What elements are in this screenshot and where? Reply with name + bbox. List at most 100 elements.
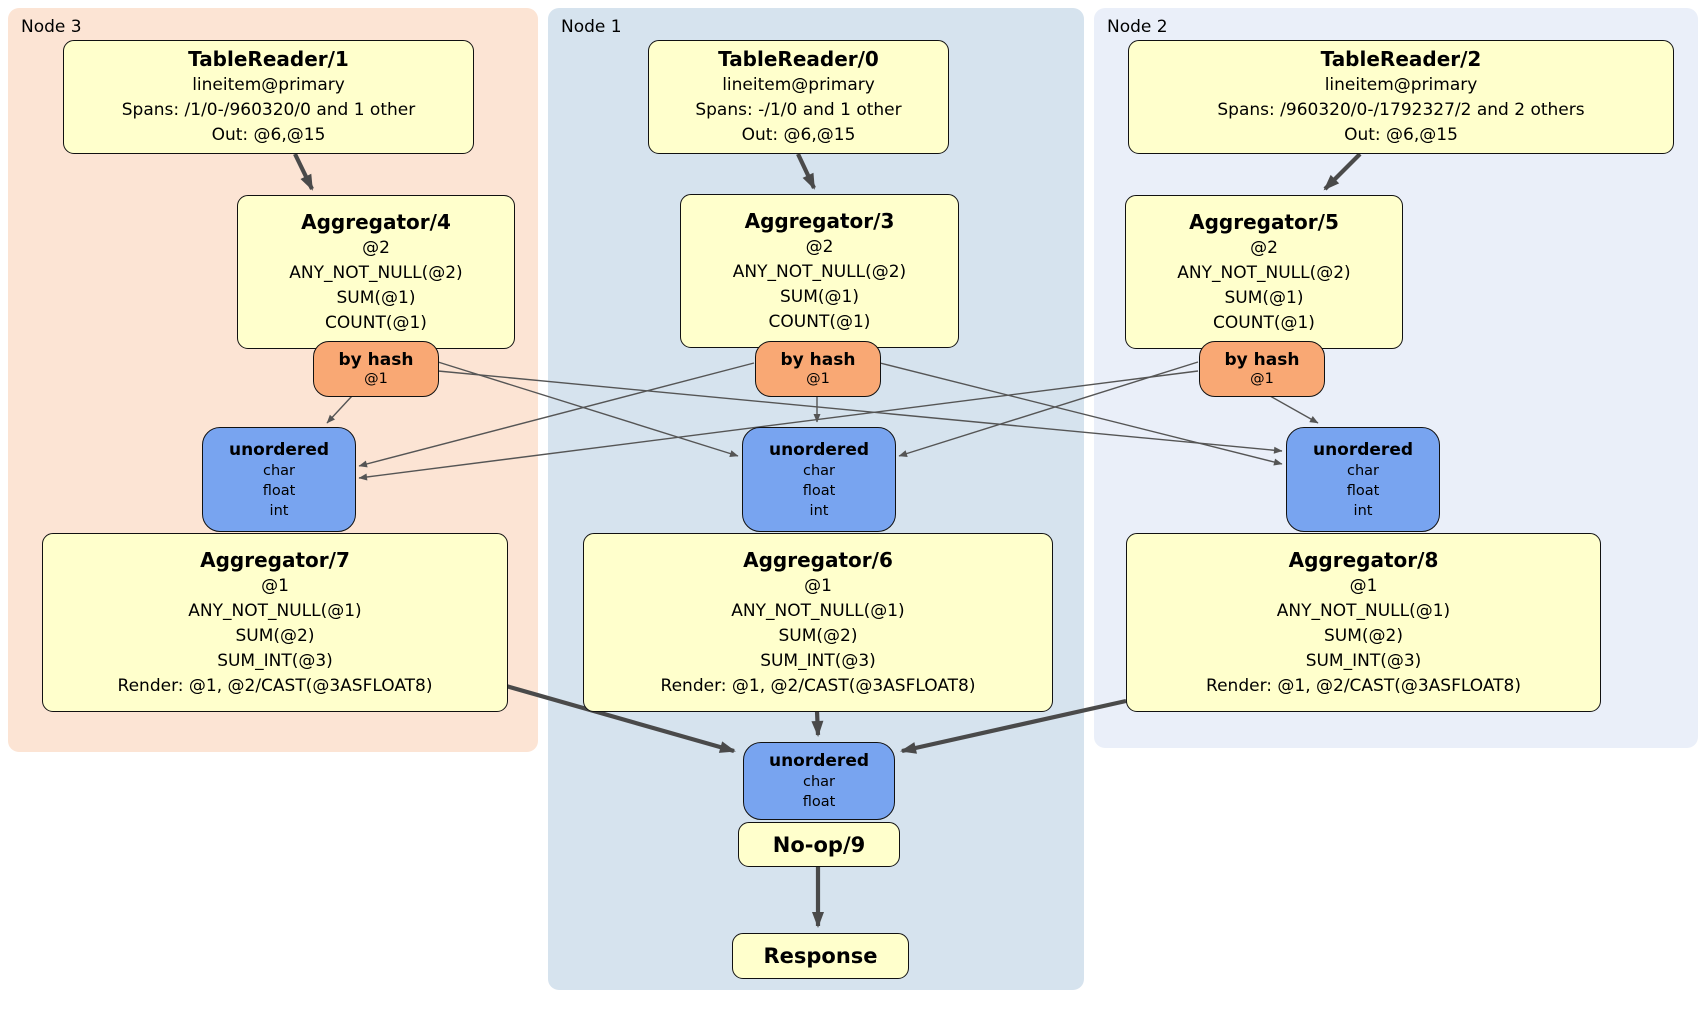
thick-stream-edges	[293, 152, 1362, 928]
box-title: TableReader/0	[718, 47, 879, 71]
sync-item: char	[1346, 462, 1379, 479]
hash-router-node1: by hash @1	[755, 341, 881, 397]
sync-item: int	[269, 502, 289, 519]
hash-router-node3: by hash @1	[313, 341, 439, 397]
box-title: TableReader/2	[1320, 47, 1482, 71]
box-line: Spans: /1/0-/960320/0 and 1 other	[121, 100, 416, 120]
sync-item: char	[802, 774, 835, 790]
box-line: SUM_INT(@3)	[1305, 650, 1422, 671]
hash-router-node2: by hash @1	[1199, 341, 1325, 397]
sync-item: char	[262, 462, 295, 479]
edge-router2-sync3	[358, 370, 1199, 481]
box-title: Aggregator/5	[1189, 209, 1339, 234]
box-line: SUM(@1)	[336, 287, 416, 308]
router-title: by hash	[338, 350, 414, 370]
aggregator-8-box: Aggregator/8 @1 ANY_NOT_NULL(@1) SUM(@2)…	[1126, 533, 1601, 712]
tablereader-1-box: TableReader/1 lineitem@primary Spans: /1…	[63, 40, 474, 154]
sync-title: unordered	[768, 751, 870, 771]
sync-item: int	[1353, 502, 1373, 519]
box-line: COUNT(@1)	[768, 311, 871, 332]
box-line: Render: @1, @2/CAST(@3ASFLOAT8)	[1206, 675, 1521, 696]
box-title: TableReader/1	[188, 47, 349, 71]
edge-router3-sync3	[326, 395, 353, 424]
sync-item: char	[802, 462, 835, 479]
box-line: SUM_INT(@3)	[760, 650, 876, 671]
aggregator-4-box: Aggregator/4 @2 ANY_NOT_NULL(@2) SUM(@1)…	[237, 195, 515, 349]
box-title: Response	[763, 944, 878, 968]
box-line: ANY_NOT_NULL(@1)	[1276, 600, 1451, 621]
box-line: Out: @6,@15	[741, 125, 856, 145]
sync-item: float	[262, 482, 296, 499]
edge-router2-sync2	[1269, 395, 1319, 424]
box-line: SUM(@2)	[235, 625, 315, 646]
box-line: COUNT(@1)	[1213, 312, 1315, 333]
box-line: lineitem@primary	[192, 75, 345, 95]
router-title: by hash	[1224, 350, 1300, 370]
router-detail: @1	[806, 371, 830, 387]
box-line: @2	[362, 237, 390, 258]
router-detail: @1	[364, 371, 388, 387]
box-line: @2	[805, 236, 834, 257]
node-3-label: Node 3	[21, 17, 82, 37]
box-line: lineitem@primary	[722, 75, 875, 95]
box-title: Aggregator/6	[743, 547, 893, 572]
unordered-sync-node2: unordered char float int	[1286, 427, 1440, 532]
box-title: Aggregator/8	[1288, 547, 1439, 572]
tablereader-2-box: TableReader/2 lineitem@primary Spans: /9…	[1128, 40, 1674, 154]
box-title: No-op/9	[772, 832, 866, 857]
sync-title: unordered	[1312, 439, 1414, 460]
router-detail: @1	[1250, 371, 1274, 387]
box-line: @1	[804, 575, 832, 596]
aggregator-6-box: Aggregator/6 @1 ANY_NOT_NULL(@1) SUM(@2)…	[583, 533, 1053, 712]
edge-tablereader1-aggregator4	[293, 153, 314, 191]
box-line: ANY_NOT_NULL(@2)	[289, 262, 463, 283]
box-line: ANY_NOT_NULL(@1)	[188, 600, 362, 621]
box-line: @1	[261, 575, 289, 596]
router-stream-edges	[326, 361, 1319, 481]
edge-aggregator6-final-sync	[811, 710, 824, 737]
box-title: Aggregator/7	[200, 547, 350, 572]
aggregator-3-box: Aggregator/3 @2 ANY_NOT_NULL(@2) SUM(@1)…	[680, 194, 959, 348]
box-line: ANY_NOT_NULL(@2)	[1177, 262, 1351, 283]
tablereader-0-box: TableReader/0 lineitem@primary Spans: -/…	[648, 40, 949, 154]
node-1-label: Node 1	[561, 17, 622, 37]
node-2-label: Node 2	[1107, 17, 1168, 37]
edge-tablereader0-aggregator3	[796, 153, 816, 190]
sync-title: unordered	[768, 439, 870, 460]
edge-tablereader2-aggregator5	[1323, 152, 1362, 191]
edge-aggregator8-final-sync	[900, 698, 1127, 754]
box-line: SUM(@1)	[1224, 287, 1304, 308]
box-title: Aggregator/4	[301, 209, 451, 234]
edge-router3-sync1	[437, 361, 739, 457]
box-line: SUM(@2)	[1324, 625, 1403, 646]
sync-item: float	[802, 482, 836, 499]
sync-item: int	[809, 502, 829, 519]
edge-router2-sync1	[898, 361, 1199, 457]
box-line: ANY_NOT_NULL(@1)	[731, 600, 905, 621]
box-line: Spans: -/1/0 and 1 other	[695, 100, 902, 120]
sync-title: unordered	[228, 439, 330, 460]
box-line: @1	[1349, 575, 1378, 596]
box-line: SUM(@1)	[780, 286, 859, 307]
edge-aggregator7-final-sync	[505, 683, 736, 754]
edge-router1-sync3	[358, 362, 755, 468]
box-title: Aggregator/3	[744, 208, 895, 233]
box-line: Out: @6,@15	[211, 125, 326, 145]
box-line: SUM_INT(@3)	[217, 650, 333, 671]
edge-router3-sync2	[437, 370, 1283, 454]
box-line: SUM(@2)	[778, 625, 858, 646]
noop-9-box: No-op/9	[738, 822, 900, 867]
router-title: by hash	[780, 350, 856, 370]
response-box: Response	[732, 933, 909, 979]
box-line: Spans: /960320/0-/1792327/2 and 2 others	[1217, 100, 1585, 120]
aggregator-5-box: Aggregator/5 @2 ANY_NOT_NULL(@2) SUM(@1)…	[1125, 195, 1403, 349]
unordered-sync-node3: unordered char float int	[202, 427, 356, 532]
unordered-sync-final: unordered char float	[743, 742, 895, 820]
aggregator-7-box: Aggregator/7 @1 ANY_NOT_NULL(@1) SUM(@2)…	[42, 533, 508, 712]
sync-item: float	[1346, 482, 1380, 499]
box-line: Render: @1, @2/CAST(@3ASFLOAT8)	[117, 675, 433, 696]
unordered-sync-node1: unordered char float int	[742, 427, 896, 532]
box-line: ANY_NOT_NULL(@2)	[732, 261, 907, 282]
